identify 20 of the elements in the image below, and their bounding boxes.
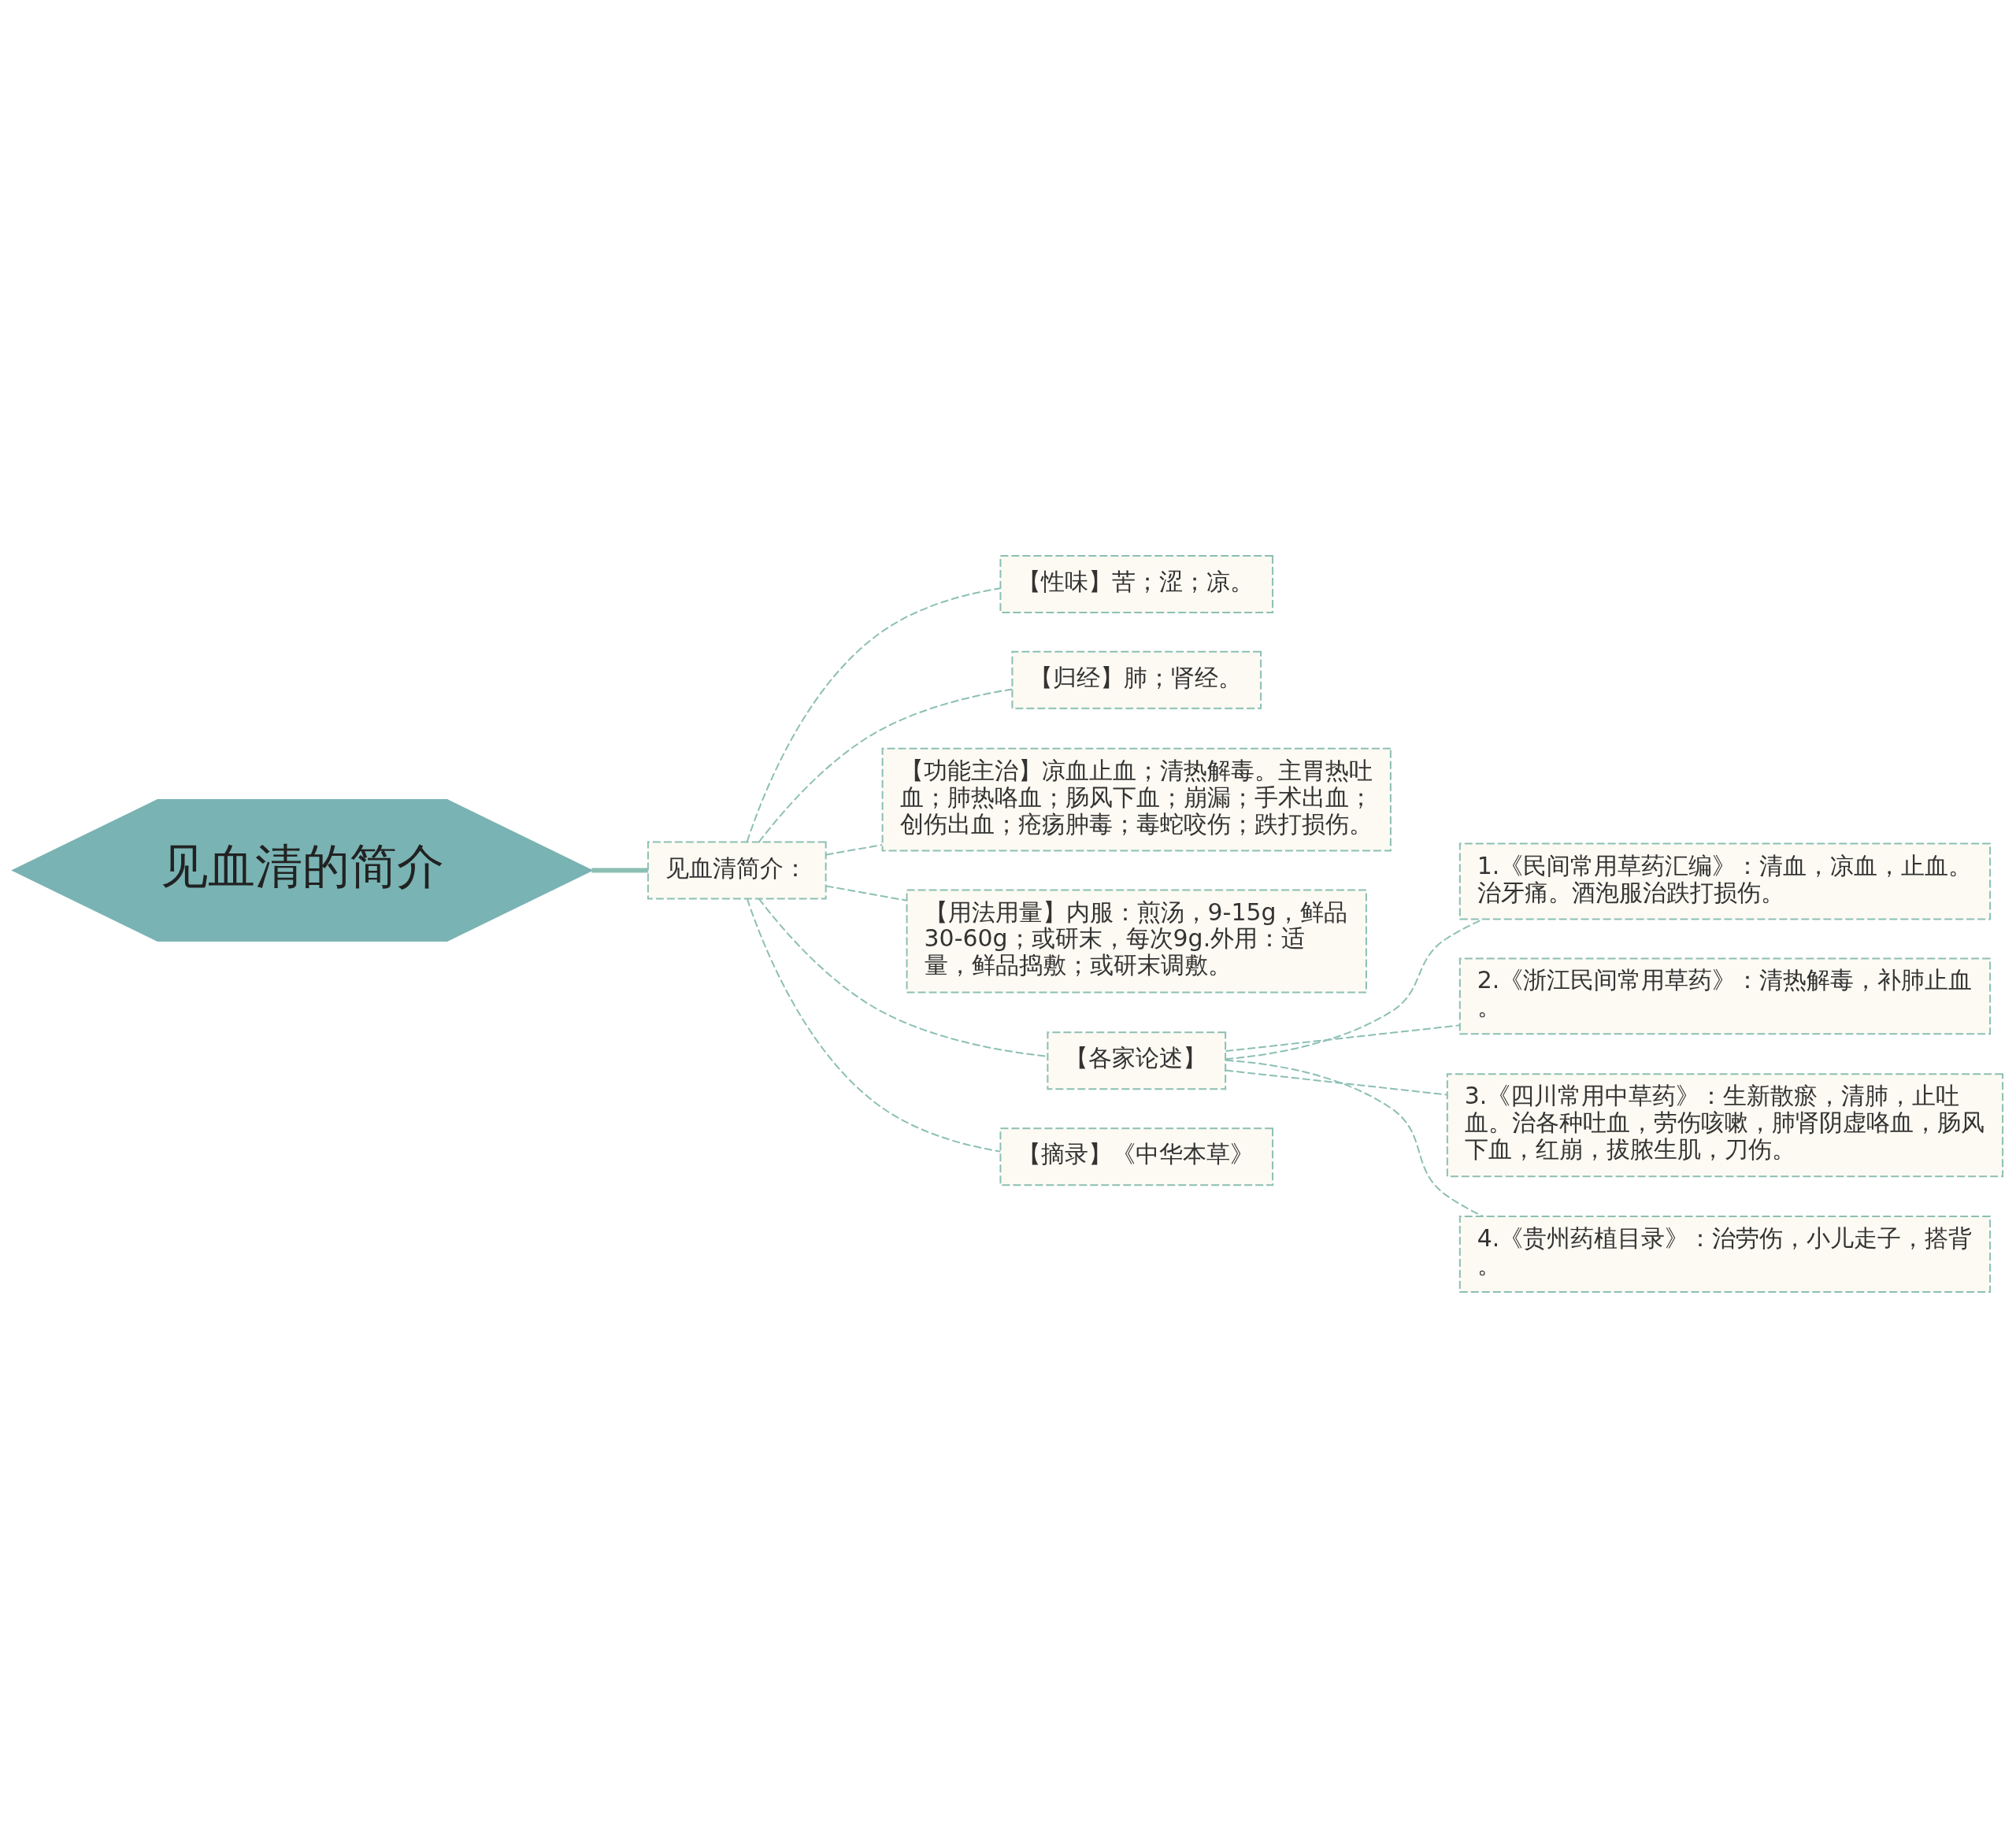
node-box: 【摘录】《中华本草》 [999,1127,1274,1186]
connector [1225,1023,1461,1052]
connector [758,687,1014,842]
node-box: 见血清简介： [647,841,827,900]
node-box: 4.《贵州药植目录》：治劳伤，小儿走子，搭背。 [1458,1215,1992,1293]
node-box: 2.《浙江民间常用草药》：清热解毒，补肺止血。 [1458,957,1992,1035]
node-box: 3.《四川常用中草药》：生新散瘀，清肺，止吐血。治各种吐血，劳伤咳嗽，肺肾阴虚咯血，肠风下血，红崩，拔脓生肌，刀伤。 [1446,1072,2004,1177]
connector [591,868,648,873]
node-box: 【各家论述】 [1047,1031,1227,1090]
connector [746,898,1002,1153]
connector [1225,1069,1448,1096]
node-box: 【性味】苦；涩；凉。 [999,554,1274,613]
connector [1225,1059,1484,1217]
node-box: 1.《民间常用草药汇编》：清血，凉血，止血。治牙痛。酒泡服治跌打损伤。 [1458,842,1992,920]
node-box: 【功能主治】凉血止血；清热解毒。主胃热吐血；肺热咯血；肠风下血；崩漏；手术出血；创伤出血；疮疡肿毒；毒蛇咬伤；跌打损伤。 [881,747,1392,852]
node-box: 【用法用量】内服：煎汤，9-15g，鲜品30-60g；或研末，每次9g.外用：适量，鲜品捣敷；或研末调敷。 [906,889,1367,993]
connector [746,587,1002,842]
node-box: 【归经】肺；肾经。 [1011,650,1262,709]
connector [825,884,908,901]
connector [825,843,884,856]
